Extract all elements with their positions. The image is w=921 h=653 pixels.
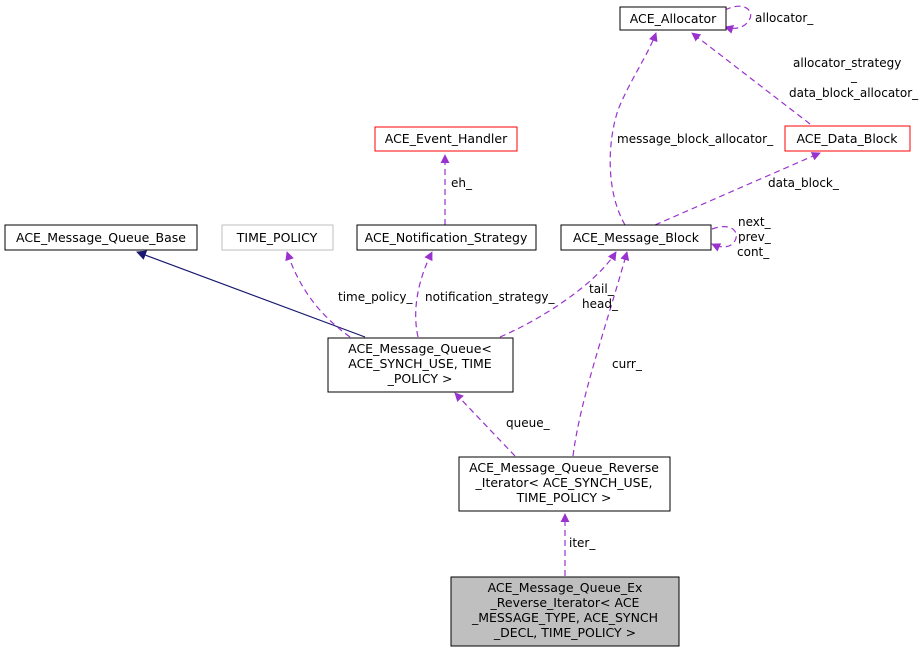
edge-message-queue-notification (415, 251, 433, 338)
node-ex-iterator-label-3: _MESSAGE_TYPE, ACE_SYNCH (471, 610, 658, 625)
edge-reverse-iterator-message-block (572, 251, 630, 457)
label-data-block: data_block_ (768, 176, 840, 190)
node-ace-message-queue-base-label: ACE_Message_Queue_Base (16, 230, 186, 245)
node-ace-allocator-label: ACE_Allocator (630, 11, 717, 26)
node-ace-message-queue-label-1: ACE_Message_Queue< (348, 341, 492, 356)
label-cont: cont_ (737, 245, 770, 259)
edge-message-block-allocator (609, 32, 658, 226)
label-tail: tail_ (589, 282, 615, 296)
node-time-policy[interactable]: TIME_POLICY (221, 224, 334, 251)
label-notification-strategy: notification_strategy_ (425, 290, 556, 304)
node-ace-data-block-label: ACE_Data_Block (796, 131, 898, 146)
edge-reverse-iterator-message-queue (454, 392, 516, 457)
node-time-policy-label: TIME_POLICY (236, 230, 318, 245)
label-iter: iter_ (569, 536, 596, 550)
edge-message-block-data-block (654, 152, 821, 226)
node-ex-iterator-label-1: ACE_Message_Queue_Ex (488, 580, 643, 595)
node-ace-message-queue[interactable]: ACE_Message_Queue< ACE_SYNCH_USE, TIME _… (327, 337, 514, 393)
label-curr: curr_ (612, 357, 643, 371)
label-head: head_ (582, 297, 619, 311)
node-ace-message-queue-reverse-iterator[interactable]: ACE_Message_Queue_Reverse _Iterator< ACE… (458, 456, 671, 512)
label-time-policy: time_policy_ (338, 290, 413, 304)
node-ace-message-block-label: ACE_Message_Block (573, 230, 700, 245)
label-data-block-allocator: data_block_allocator_ (789, 86, 919, 100)
edges (136, 5, 821, 576)
node-ace-data-block[interactable]: ACE_Data_Block (784, 125, 911, 152)
node-ex-iterator-label-2: _Reverse_Iterator< ACE (490, 595, 640, 610)
edge-message-block-self (711, 226, 737, 252)
label-queue: queue_ (506, 416, 551, 430)
node-ace-message-queue-base[interactable]: ACE_Message_Queue_Base (4, 224, 198, 251)
node-ace-message-block[interactable]: ACE_Message_Block (560, 224, 712, 251)
edge-inherit-message-queue-base (136, 250, 366, 338)
node-ace-message-queue-label-2: ACE_SYNCH_USE, TIME (348, 356, 492, 371)
node-ace-allocator[interactable]: ACE_Allocator (619, 6, 727, 31)
edge-labels: allocator_ allocator_strategy _ data_blo… (338, 11, 919, 550)
node-ace-notification-strategy-label: ACE_Notification_Strategy (365, 230, 528, 245)
node-ace-event-handler[interactable]: ACE_Event_Handler (374, 126, 518, 152)
node-reverse-iterator-label-1: ACE_Message_Queue_Reverse (469, 460, 659, 475)
label-prev: prev_ (738, 230, 772, 244)
label-next: next_ (738, 215, 772, 229)
label-allocator-self: allocator_ (755, 11, 814, 25)
label-eh: eh_ (451, 176, 473, 190)
label-allocator-strategy: allocator_strategy (793, 56, 901, 70)
node-ace-message-queue-ex-reverse-iterator[interactable]: ACE_Message_Queue_Ex _Reverse_Iterator< … (450, 576, 680, 647)
label-message-block-allocator: message_block_allocator_ (617, 132, 774, 146)
node-reverse-iterator-label-3: TIME_POLICY > (516, 490, 612, 505)
node-ace-message-queue-label-3: _POLICY > (387, 371, 453, 386)
edge-message-queue-message-block (499, 251, 617, 338)
node-ex-iterator-label-4: _DECL, TIME_POLICY > (493, 625, 636, 640)
node-ace-notification-strategy[interactable]: ACE_Notification_Strategy (356, 224, 537, 251)
edge-data-block-allocator (691, 32, 811, 125)
edge-message-queue-time-policy (285, 251, 351, 338)
nodes: ACE_Allocator ACE_Event_Handler ACE_Data… (4, 6, 911, 647)
node-reverse-iterator-label-2: _Iterator< ACE_SYNCH_USE, (475, 475, 653, 490)
label-allocator-strategy-cont: _ (850, 69, 858, 83)
edge-allocator-self (724, 5, 752, 34)
node-ace-event-handler-label: ACE_Event_Handler (385, 131, 508, 146)
